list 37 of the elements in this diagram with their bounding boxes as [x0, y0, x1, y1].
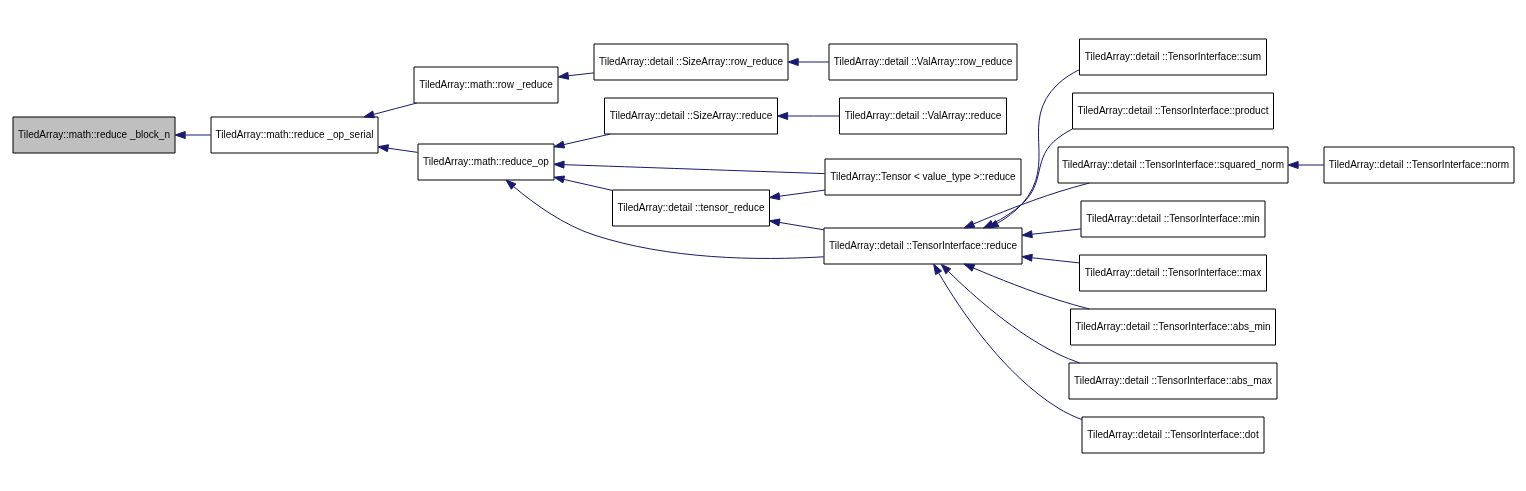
node-box: TiledArray::detail ::TensorInterface::squared_norm	[1057, 146, 1288, 183]
arrow	[768, 218, 824, 230]
arrow	[932, 263, 1082, 420]
node-box: TiledArray::detail ::ValArray::row_reduce	[828, 43, 1017, 80]
arrow	[553, 133, 611, 148]
node-box: TiledArray::detail ::TensorInterface::sum	[1078, 38, 1267, 75]
node-box: TiledArray::detail ::ValArray::reduce	[838, 97, 1007, 134]
arrow	[553, 160, 825, 174]
node-box: TiledArray::math::reduce_op	[417, 143, 554, 180]
arrow	[377, 143, 418, 153]
node-box: TiledArray::math::reduce _block_n	[12, 116, 175, 153]
node-box: TiledArray::detail ::tensor_reduce	[611, 189, 770, 226]
node-box: TiledArray::detail ::TensorInterface::abs_min	[1069, 308, 1276, 345]
node-box: TiledArray::math::reduce _op_serial	[210, 116, 378, 153]
arrow	[776, 111, 840, 120]
arrow	[362, 102, 417, 118]
arrow	[1287, 160, 1324, 169]
node-box: TiledArray::Tensor < value_type >::reduce	[824, 158, 1021, 195]
node-box: TiledArray::detail ::TensorInterface::abs_max	[1068, 362, 1277, 399]
node-box: TiledArray::detail ::SizeArray::row_reduce	[593, 43, 788, 80]
node-box: TiledArray::detail ::TensorInterface::dot	[1081, 416, 1264, 453]
arrow	[1021, 253, 1080, 263]
node-box: TiledArray::detail ::TensorInterface::norm	[1323, 146, 1514, 183]
node-box: TiledArray::detail ::TensorInterface::max	[1078, 254, 1267, 291]
arrow	[768, 189, 825, 200]
node-box: TiledArray::math::row _reduce	[413, 66, 558, 103]
arrow	[505, 179, 824, 259]
arrow	[787, 57, 829, 66]
arrow	[1021, 227, 1081, 238]
node-box: TiledArray::detail ::TensorInterface::min	[1080, 200, 1265, 237]
node-box: TiledArray::detail ::SizeArray::reduce	[603, 97, 778, 134]
arrow	[553, 175, 613, 191]
arrow	[557, 71, 594, 80]
node-box: TiledArray::detail ::TensorInterface::reduce	[823, 227, 1022, 264]
arrow	[940, 263, 1080, 363]
node-box: TiledArray::detail ::TensorInterface::product	[1071, 92, 1274, 129]
arrow	[174, 130, 211, 139]
